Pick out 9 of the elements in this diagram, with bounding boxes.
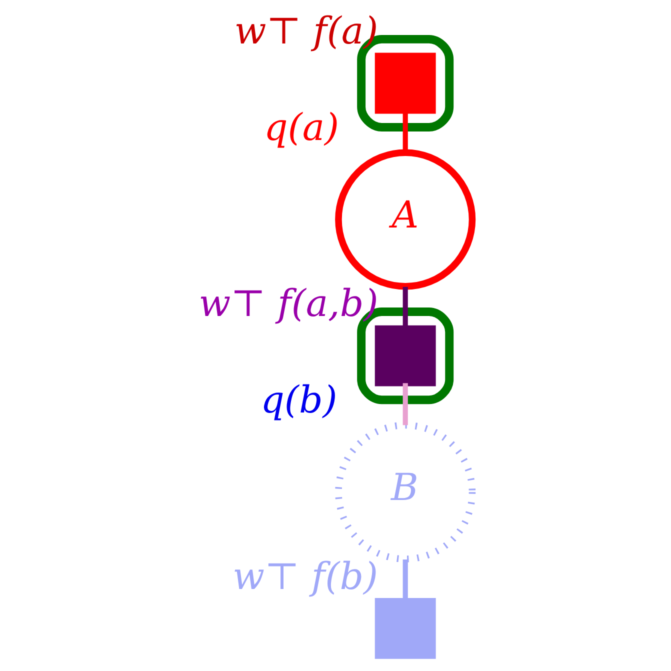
node-box: [374, 598, 436, 659]
node-label: w⊤ f(a): [234, 8, 378, 53]
connector: [402, 286, 408, 328]
node-box: [374, 325, 436, 386]
node-label: q(a): [264, 105, 340, 150]
node-box: [374, 52, 436, 114]
node-label: q(b): [260, 378, 338, 422]
connector: [402, 383, 408, 426]
connector: [402, 560, 408, 601]
